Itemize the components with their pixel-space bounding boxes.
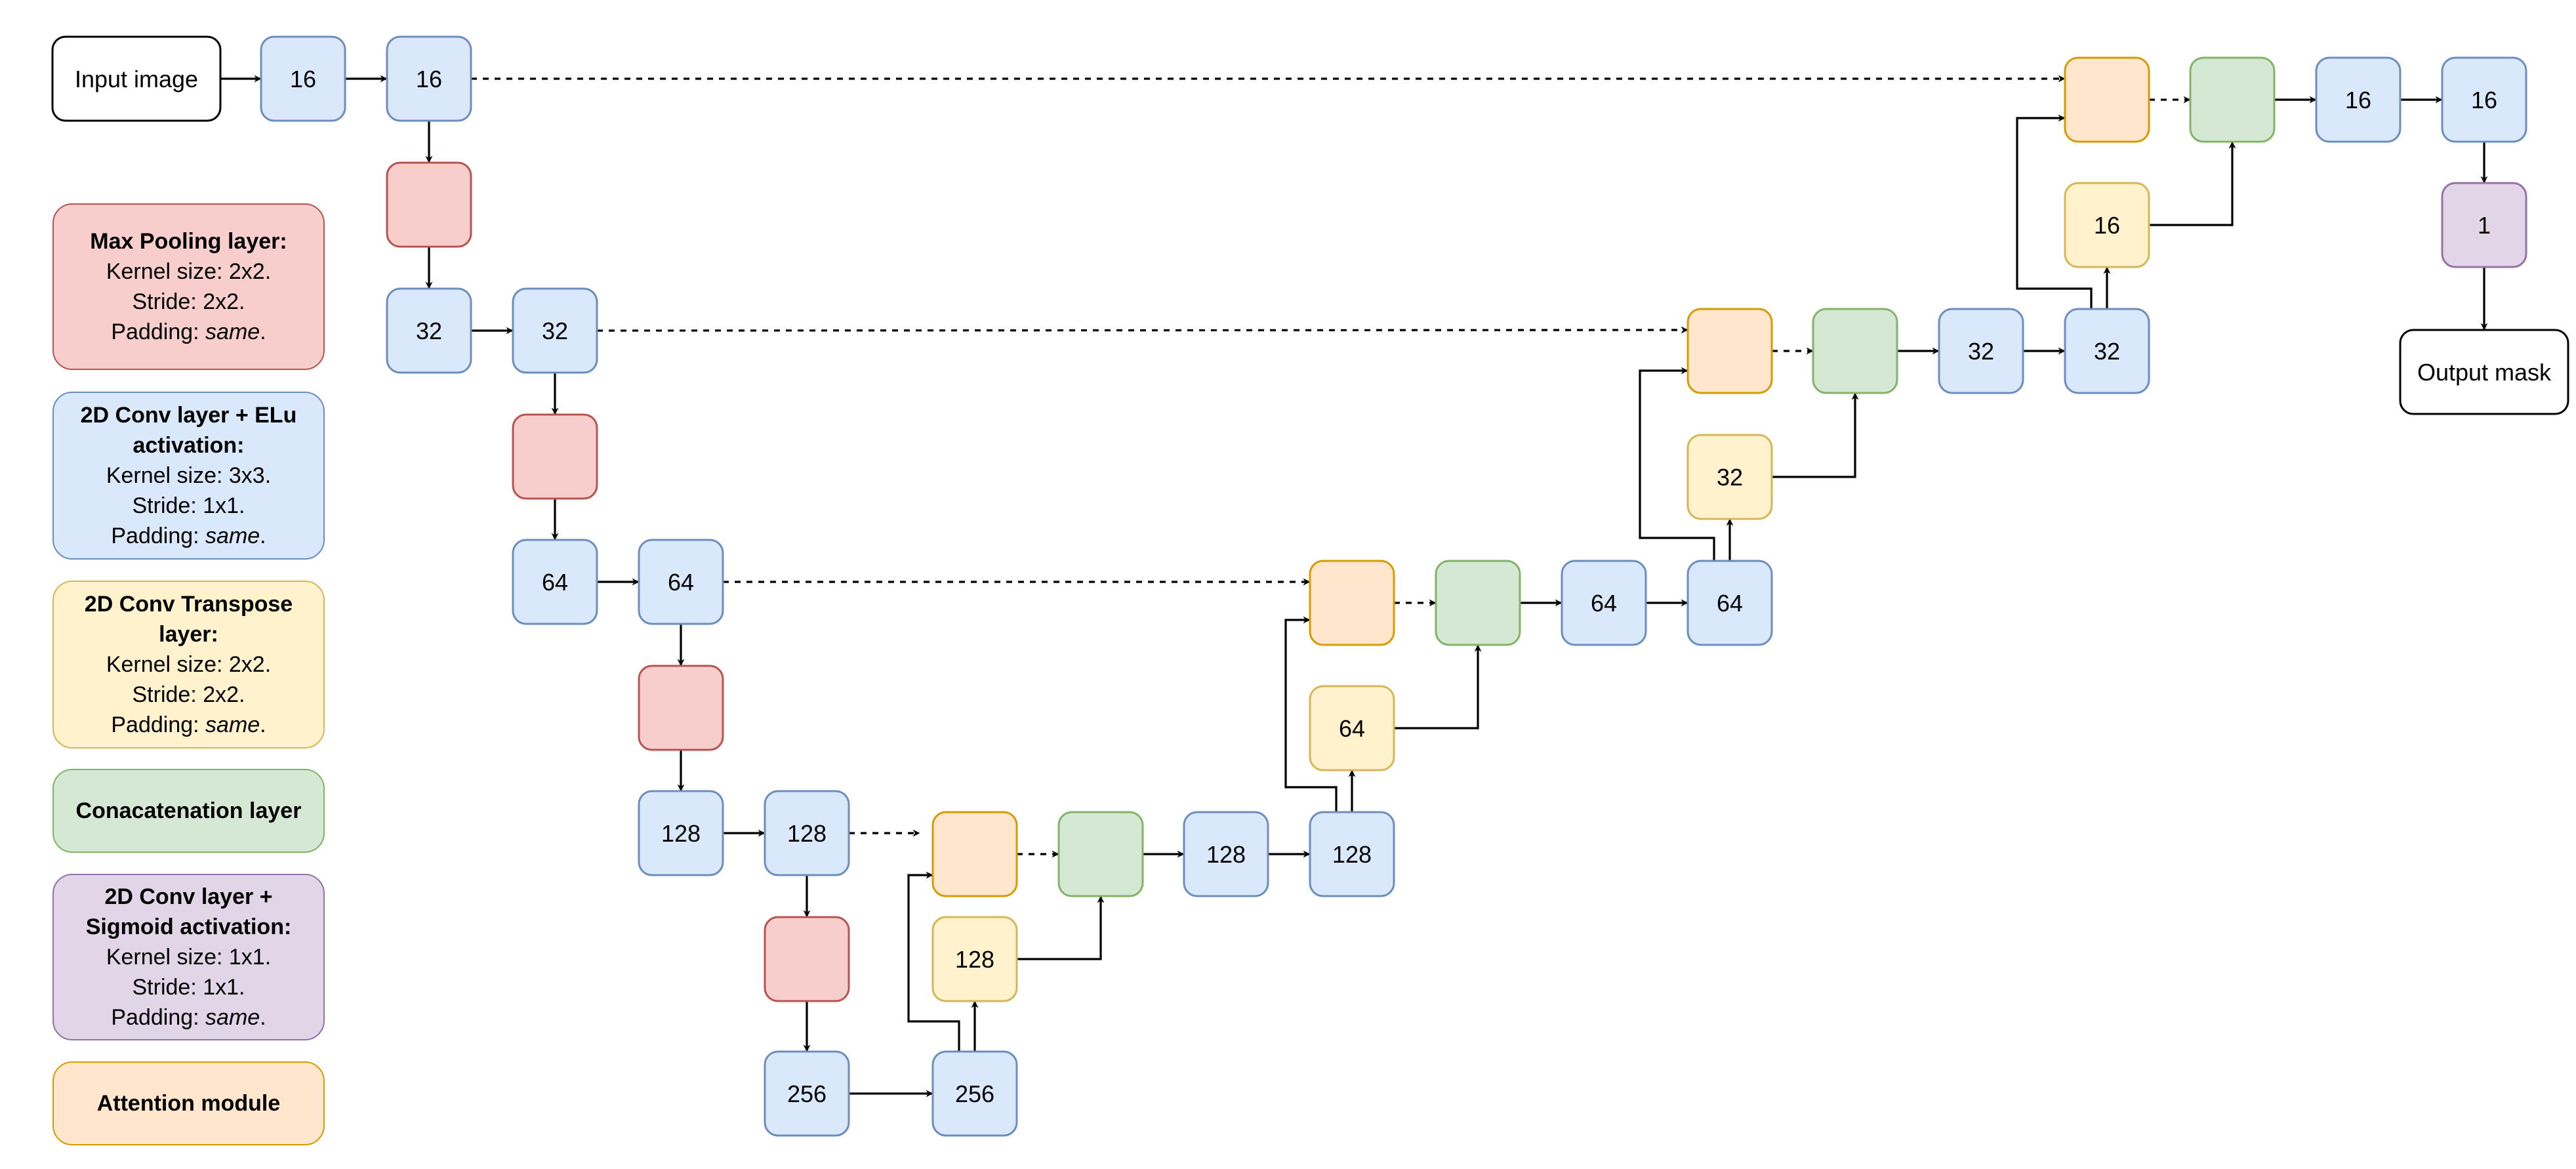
legend-title: Max Pooling layer: (90, 229, 287, 254)
attention-layer-att1 (2064, 56, 2150, 143)
legend-conv-transpose: 2D Conv Transpose layer: Kernel size: 2x… (52, 581, 325, 749)
legend-padding: Padding: same. (111, 1005, 266, 1030)
transpose-layer-up4: 128 (931, 916, 1018, 1002)
conv-layer-enc1b: 16 (386, 35, 472, 122)
conv-layer-dec4a: 128 (1183, 811, 1269, 897)
conv-layer-enc1a: 16 (260, 35, 346, 122)
conv-layer-dec1a: 16 (2315, 56, 2402, 143)
legend-padding: Padding: same. (111, 712, 266, 737)
layer-label: 128 (955, 946, 994, 973)
conv-layer-dec3b: 64 (1687, 560, 1773, 646)
transpose-layer-up2: 32 (1687, 434, 1773, 520)
legend-title: Attention module (96, 1091, 281, 1116)
concat-layer-cat2 (1812, 308, 1898, 394)
legend-conv-sigmoid: 2D Conv layer + Sigmoid activation: Kern… (52, 874, 325, 1040)
edge-up-to-concat (2149, 141, 2236, 226)
legend-max-pooling: Max Pooling layer: Kernel size: 2x2. Str… (52, 203, 325, 370)
pool-layer-pool3 (638, 665, 724, 751)
layer-label: 16 (2471, 87, 2497, 113)
pool-layer-pool4 (764, 916, 850, 1002)
conv-layer-enc4a: 128 (638, 790, 724, 876)
transpose-layer-up3: 64 (1309, 685, 1395, 771)
edge-gating (1284, 616, 1338, 812)
conv-layer-enc3b: 64 (638, 539, 724, 625)
layer-label: 32 (1968, 338, 1994, 365)
pool-layer-pool1 (386, 161, 472, 248)
layer-label: 16 (290, 66, 316, 92)
layer-label: 256 (787, 1080, 827, 1107)
conv-layer-dec2a: 32 (1938, 308, 2024, 394)
legend-title: 2D Conv layer + Sigmoid activation: (85, 884, 292, 939)
legend-line: Kernel size: 2x2. (106, 652, 272, 677)
sigmoid-layer-final: 1 (2441, 182, 2527, 268)
legend-title: 2D Conv Transpose layer: (84, 592, 293, 647)
layer-label: 1 (2478, 212, 2491, 239)
layer-label: 32 (2094, 338, 2120, 365)
layer-label: 64 (1339, 715, 1365, 742)
input-label: Input image (75, 66, 198, 92)
connections (220, 75, 2488, 1097)
conv-layer-dec4b: 128 (1309, 811, 1395, 897)
attention-layer-att2 (1687, 308, 1773, 394)
layer-label: 32 (416, 318, 442, 344)
legend-title: Conacatenation layer (75, 798, 302, 823)
legend-attention: Attention module (52, 1061, 325, 1145)
layer-label: 64 (1717, 590, 1743, 617)
output-mask-node: Output mask (2399, 329, 2569, 415)
pool-layer-pool2 (512, 413, 598, 500)
layer-label: 16 (2094, 212, 2120, 239)
legend-line: Stride: 2x2. (132, 682, 245, 707)
layer-label: 16 (416, 66, 442, 92)
concat-layer-cat4 (1057, 811, 1144, 897)
transpose-layer-up1: 16 (2064, 182, 2150, 268)
output-label: Output mask (2417, 359, 2552, 386)
layer-label: 64 (1591, 590, 1617, 617)
layer-label: 32 (1717, 464, 1743, 491)
conv-layer-dec1b: 16 (2441, 56, 2527, 143)
legend-concatenation: Conacatenation layer (52, 769, 325, 853)
edge-up-to-concat (1017, 895, 1105, 960)
attention-layer-att4 (931, 811, 1018, 897)
legend-line: Kernel size: 2x2. (106, 259, 272, 284)
legend-line: Kernel size: 1x1. (106, 945, 272, 970)
legend-line: Kernel size: 3x3. (106, 463, 272, 488)
conv-layer-enc3a: 64 (512, 539, 598, 625)
conv-layer-dec2b: 32 (2064, 308, 2150, 394)
layer-label: 128 (1332, 841, 1372, 868)
layer-label: 64 (542, 569, 568, 596)
layer-label: 128 (787, 820, 827, 847)
conv-layer-bot_b: 256 (931, 1050, 1018, 1137)
concat-layer-cat3 (1435, 560, 1521, 646)
conv-layer-dec3a: 64 (1561, 560, 1647, 646)
edge-up-to-concat (1394, 644, 1482, 729)
legend-padding: Padding: same. (111, 523, 266, 548)
legend-line: Stride: 1x1. (132, 975, 245, 1000)
layer-label: 128 (661, 820, 701, 847)
concat-layer-cat1 (2189, 56, 2276, 143)
edge-gating (907, 871, 960, 1052)
layer-label: 16 (2345, 87, 2371, 113)
conv-layer-enc2a: 32 (386, 287, 472, 374)
edge-gating (2016, 114, 2093, 309)
legend-conv-elu: 2D Conv layer + ELu activation: Kernel s… (52, 392, 325, 560)
input-image-node: Input image (51, 35, 222, 122)
conv-layer-bot_a: 256 (764, 1050, 850, 1137)
edge-up-to-concat (1772, 392, 1859, 478)
legend-title: 2D Conv layer + ELu activation: (80, 403, 297, 458)
legend-line: Stride: 1x1. (132, 493, 245, 518)
conv-layer-enc4b: 128 (764, 790, 850, 876)
layer-label: 32 (542, 318, 568, 344)
layer-label: 64 (668, 569, 694, 596)
conv-layer-enc2b: 32 (512, 287, 598, 374)
edge-gating (1639, 367, 1715, 561)
legend-padding: Padding: same. (111, 319, 266, 344)
legend-line: Stride: 2x2. (132, 289, 245, 314)
layer-label: 256 (955, 1080, 994, 1107)
skip-connection-2 (596, 326, 1688, 334)
layer-label: 128 (1206, 841, 1246, 868)
attention-layer-att3 (1309, 560, 1395, 646)
